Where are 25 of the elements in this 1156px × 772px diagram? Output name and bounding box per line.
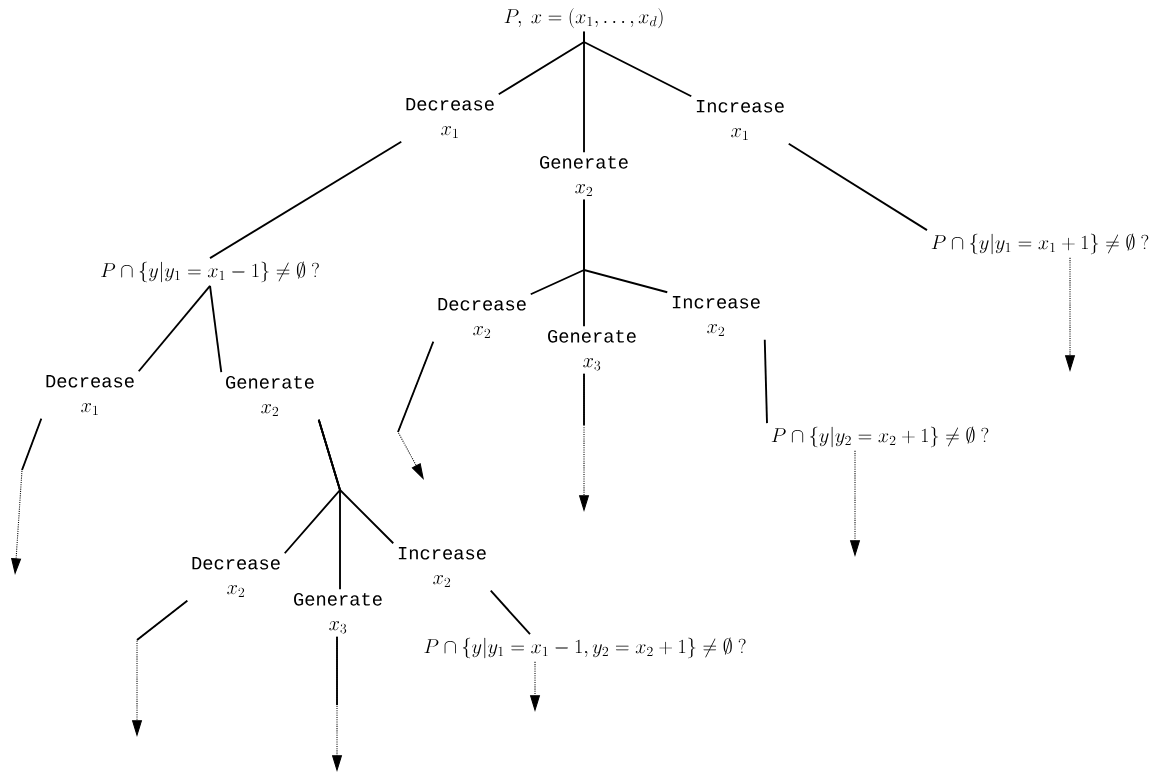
branch-line: [489, 589, 531, 636]
branch-line: [583, 198, 669, 294]
condition-label: $P\cap\{y|y_1=x_1-1,y_2=x_2+1\}\neq\emptyset\ ?$: [424, 637, 746, 659]
branch-line: [317, 418, 395, 545]
operation-label: Decrease $x_2$: [192, 557, 280, 597]
root-label: $P,\ x=(x_1,\ldots,x_d)$: [504, 7, 663, 29]
operation-label: Decrease $x_1$: [406, 98, 494, 138]
branch-line: [763, 338, 768, 425]
operation-label: Generate $x_3$: [548, 329, 636, 371]
condition-label: $P\cap\{y|y_1=x_1-1\}\neq\emptyset\ ?$: [101, 261, 319, 283]
operation-label: Increase $x_1$: [696, 100, 784, 140]
operation-label: Increase $x_2$: [398, 547, 486, 587]
branch-line: [209, 140, 403, 260]
operation-label: Generate $x_2$: [540, 155, 628, 197]
branch-line: [209, 284, 223, 374]
branch-line: [583, 30, 693, 98]
operation-label: Decrease $x_1$: [46, 375, 134, 415]
operation-label: Decrease $x_2$: [438, 298, 526, 338]
operation-label: Generate $x_2$: [226, 375, 314, 417]
condition-label: $P\cap\{y|y_1=x_1+1\}\neq\emptyset\ ?$: [931, 233, 1149, 255]
branch-line: [787, 142, 928, 232]
condition-label: $P\cap\{y|y_2=x_2+1\}\neq\emptyset\ ?$: [771, 426, 989, 448]
operation-label: Generate $x_3$: [294, 592, 382, 634]
operation-label: Increase $x_2$: [672, 296, 760, 336]
branch-line: [137, 284, 211, 373]
